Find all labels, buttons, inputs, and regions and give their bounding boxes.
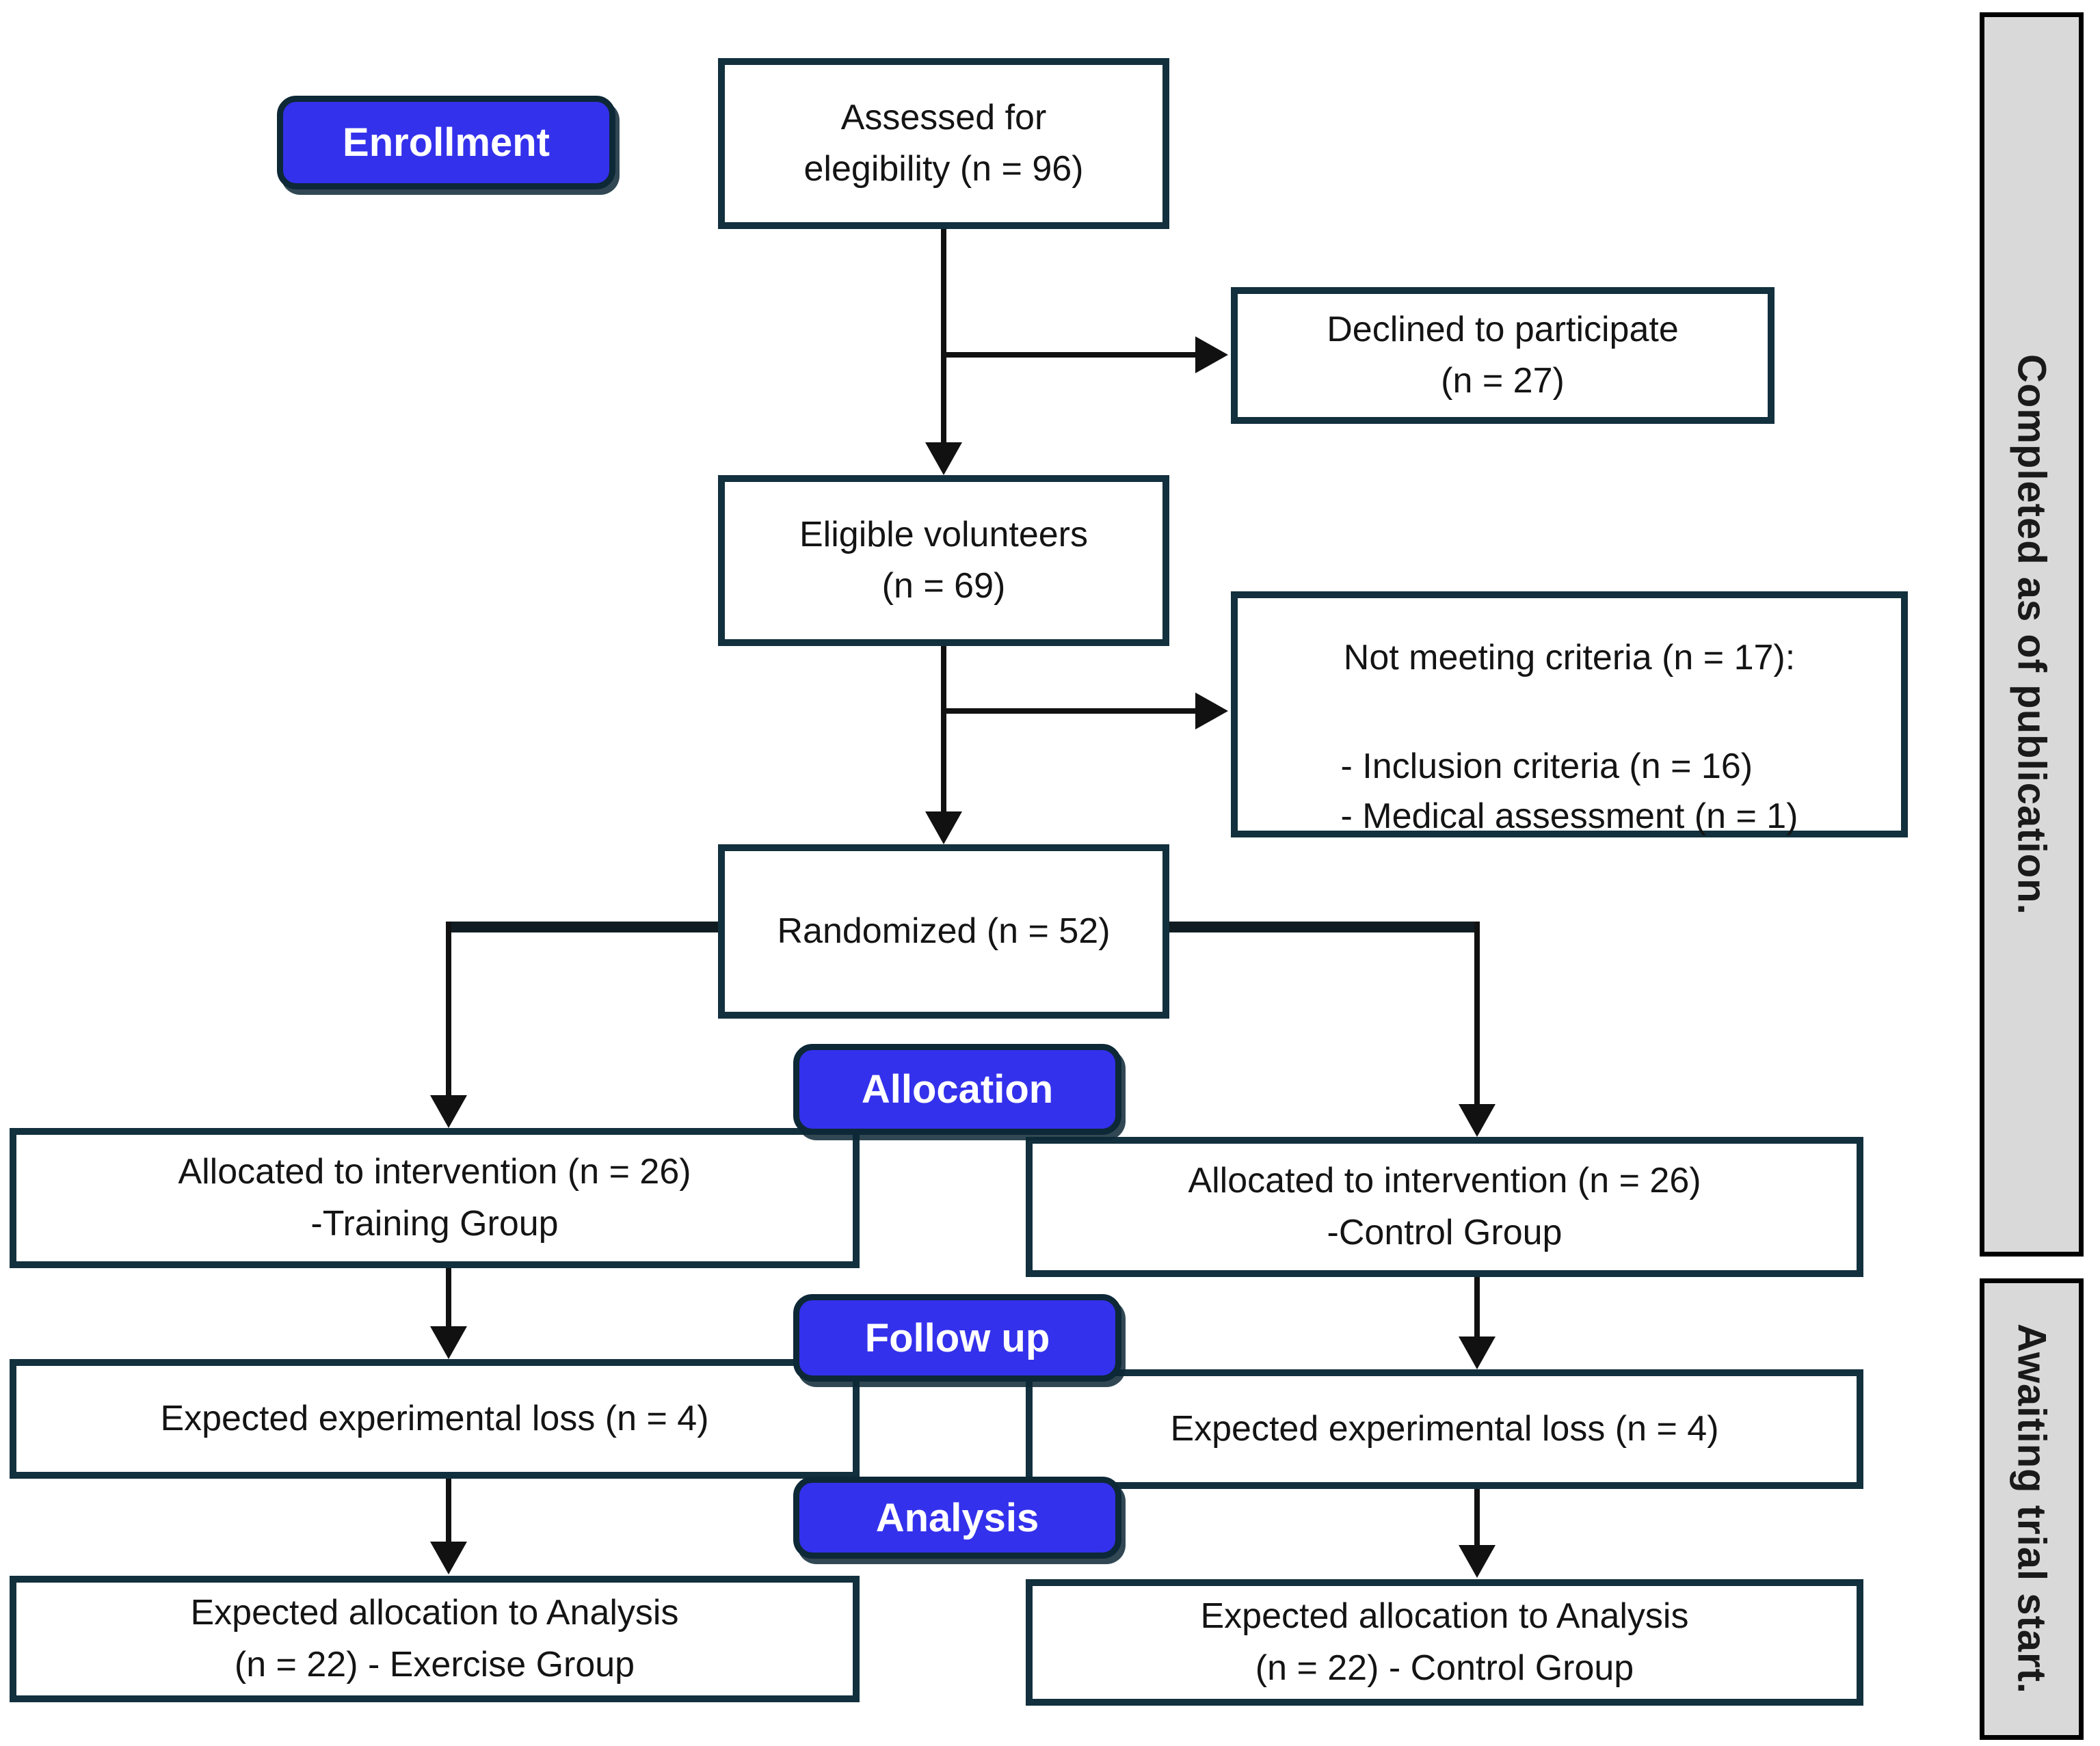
- not-meeting-item-inclusion: - Inclusion criteria (n = 16): [1340, 747, 1753, 787]
- analysis-right-line1: Expected allocation to Analysis: [1200, 1596, 1689, 1637]
- enrollment-stage-text: Enrollment: [343, 120, 550, 165]
- status-bar-awaiting: Awaiting trial start.: [1980, 1278, 2084, 1740]
- alloc-right-line2: -Control Group: [1327, 1212, 1563, 1252]
- status-bar-completed-text: Completed as of publication.: [2009, 353, 2054, 915]
- not-meeting-title: Not meeting criteria (n = 17):: [1343, 638, 1796, 677]
- connector-followup-to-analysis-right: [1474, 1489, 1480, 1546]
- assessed-line2: elegibility (n = 96): [803, 149, 1084, 189]
- not-meeting-items: - Inclusion criteria (n = 16) - Medical …: [1340, 742, 1798, 842]
- connector-to-not-meeting: [944, 708, 1198, 714]
- analysis-left-box: Expected allocation to Analysis (n = 22)…: [10, 1576, 860, 1702]
- enrollment-stage-label: Enrollment: [277, 96, 615, 189]
- analysis-right-box: Expected allocation to Analysis (n = 22)…: [1026, 1579, 1863, 1706]
- declined-line2: (n = 27): [1441, 361, 1565, 401]
- arrowhead-into-analysis-left: [430, 1542, 467, 1574]
- followup-right-box: Expected experimental loss (n = 4): [1026, 1369, 1863, 1489]
- assessed-box: Assessed for elegibility (n = 96): [718, 58, 1169, 229]
- analysis-left-line1: Expected allocation to Analysis: [190, 1593, 679, 1633]
- connector-alloc-to-followup-right: [1474, 1277, 1480, 1338]
- follow-up-stage-label: Follow up: [793, 1294, 1121, 1382]
- status-bar-completed: Completed as of publication.: [1980, 12, 2084, 1257]
- arrowhead-into-randomized: [925, 811, 962, 844]
- arrowhead-into-alloc-left: [430, 1095, 467, 1128]
- alloc-left-line2: -Training Group: [310, 1203, 559, 1244]
- followup-right-line1: Expected experimental loss (n = 4): [1170, 1408, 1719, 1449]
- branch-right-horizontal: [1169, 922, 1480, 932]
- branch-left-horizontal: [446, 922, 718, 932]
- connector-eligible-to-randomized: [941, 646, 946, 811]
- eligible-line2: (n = 69): [881, 566, 1006, 606]
- alloc-left-box: Allocated to intervention (n = 26) -Trai…: [10, 1128, 860, 1268]
- arrowhead-into-declined: [1195, 336, 1228, 373]
- arrowhead-into-followup-left: [430, 1326, 467, 1359]
- connector-alloc-to-followup-left: [446, 1268, 451, 1328]
- connector-assessed-to-eligible: [941, 229, 946, 442]
- analysis-right-line2: (n = 22) - Control Group: [1255, 1648, 1634, 1688]
- status-bar-awaiting-text: Awaiting trial start.: [2009, 1324, 2054, 1695]
- allocation-stage-text: Allocation: [861, 1067, 1054, 1112]
- alloc-right-line1: Allocated to intervention (n = 26): [1188, 1161, 1701, 1201]
- eligible-line1: Eligible volunteers: [799, 514, 1089, 554]
- arrowhead-into-not-meeting: [1195, 693, 1228, 729]
- assessed-line1: Assessed for: [840, 97, 1047, 137]
- connector-to-declined: [944, 352, 1198, 358]
- declined-line1: Declined to participate: [1327, 309, 1679, 349]
- followup-left-box: Expected experimental loss (n = 4): [10, 1359, 860, 1479]
- analysis-stage-text: Analysis: [875, 1495, 1039, 1540]
- branch-right-vertical: [1474, 922, 1480, 1104]
- alloc-right-box: Allocated to intervention (n = 26) -Cont…: [1026, 1137, 1863, 1277]
- analysis-left-line2: (n = 22) - Exercise Group: [234, 1644, 635, 1684]
- analysis-stage-label: Analysis: [793, 1477, 1121, 1559]
- arrowhead-into-followup-right: [1459, 1337, 1496, 1369]
- arrowhead-into-analysis-right: [1459, 1545, 1496, 1578]
- branch-left-vertical: [446, 922, 451, 1095]
- connector-followup-to-analysis-left: [446, 1479, 451, 1543]
- not-meeting-box: Not meeting criteria (n = 17): - Inclusi…: [1231, 591, 1908, 837]
- declined-box: Declined to participate (n = 27): [1231, 287, 1775, 424]
- followup-left-line1: Expected experimental loss (n = 4): [160, 1398, 709, 1438]
- eligible-box: Eligible volunteers (n = 69): [718, 475, 1169, 646]
- follow-up-stage-text: Follow up: [864, 1315, 1050, 1360]
- alloc-left-line1: Allocated to intervention (n = 26): [178, 1152, 691, 1192]
- randomized-box: Randomized (n = 52): [718, 844, 1169, 1019]
- arrowhead-into-alloc-right: [1459, 1104, 1496, 1137]
- not-meeting-item-medical: - Medical assessment (n = 1): [1340, 796, 1798, 837]
- randomized-line1: Randomized (n = 52): [777, 911, 1111, 951]
- arrowhead-into-eligible: [925, 442, 962, 475]
- allocation-stage-label: Allocation: [793, 1044, 1121, 1135]
